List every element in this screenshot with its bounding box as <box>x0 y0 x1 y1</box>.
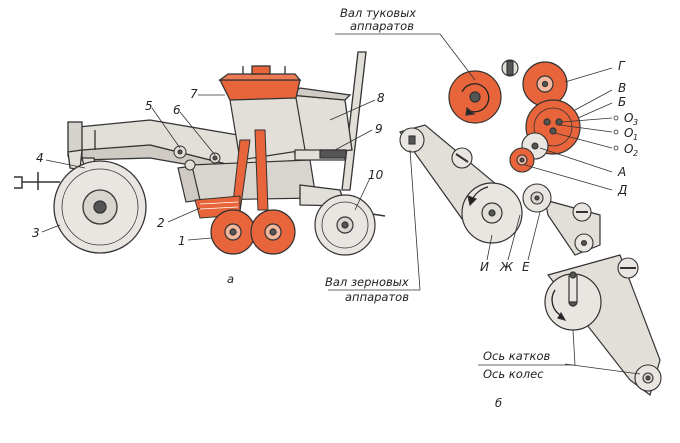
packer-wheels <box>210 209 296 255</box>
fertilizer-shaft-sprocket <box>448 70 502 124</box>
gear-letter-i: И <box>480 260 489 274</box>
callout-leaders-b <box>328 33 641 375</box>
figure-label-b: б <box>495 396 502 410</box>
callout-5: 5 <box>145 99 153 113</box>
axis-rollers-label: Ось катков <box>483 349 550 363</box>
press-wheel <box>314 194 376 256</box>
wheel-axis-sprocket <box>634 364 662 392</box>
gear-letter-zh: Ж <box>499 260 514 274</box>
gear-letter-d: Д <box>617 183 627 197</box>
shaft-fert-line1: Вал туковых <box>340 6 416 20</box>
gear-letter-a: А <box>617 165 626 179</box>
shaft-fert-caption: Вал туковых аппаратов <box>340 6 416 33</box>
axis-o3-sub: 3 <box>633 118 638 127</box>
small-top-sprocket <box>501 59 519 77</box>
shaft-grain-line1: Вал зерновых <box>325 275 409 289</box>
sprocket-zh <box>522 183 552 213</box>
axis-o1-base: O <box>624 126 633 140</box>
gear-letters: Г В Б А Д И Ж Е <box>480 59 627 274</box>
seeder-side-view: 1 2 3 4 5 6 7 8 9 10 а <box>14 51 386 286</box>
axis-wheels-label: Ось колес <box>483 367 544 381</box>
shaft-grain-caption: Вал зерновых аппаратов <box>325 275 409 304</box>
gear-g <box>522 61 568 107</box>
gear-letter-v: В <box>618 81 626 95</box>
shaft-fert-line2: аппаратов <box>350 19 414 33</box>
callout-6: 6 <box>173 103 181 117</box>
callout-1: 1 <box>178 234 186 248</box>
figure-label-a: а <box>227 272 234 286</box>
axis-o1-sub: 1 <box>633 133 638 142</box>
axis-o2-base: O <box>624 142 633 156</box>
seed-tubes <box>231 129 269 213</box>
sprocket-i <box>461 182 523 244</box>
callout-4: 4 <box>36 151 44 165</box>
callout-7: 7 <box>190 87 198 101</box>
callout-leaders-a <box>41 94 376 241</box>
shaft-grain-line2: аппаратов <box>345 290 409 304</box>
callout-3: 3 <box>32 226 40 240</box>
transport-wheel <box>53 160 147 254</box>
tension-sprocket <box>451 147 473 169</box>
axis-o3-base: O <box>624 111 633 125</box>
fertilizer-box <box>288 87 353 156</box>
callout-numerals-a: 1 2 3 4 5 6 7 8 9 10 <box>32 87 385 248</box>
axis-caption: Ось катков Ось колес <box>483 349 550 381</box>
callout-8: 8 <box>377 91 385 105</box>
axis-o2-sub: 2 <box>633 149 638 158</box>
gear-d <box>509 147 535 173</box>
gear-letter-e: Е <box>522 260 530 274</box>
gear-letter-b: Б <box>618 95 626 109</box>
callout-10: 10 <box>368 168 384 182</box>
idler-sprockets <box>572 202 639 279</box>
axis-marks: O 3 O 1 O 2 <box>613 111 638 158</box>
callout-9: 9 <box>375 122 383 136</box>
callout-2: 2 <box>157 216 165 230</box>
drive-scheme: Вал туковых аппаратов Вал зерновых аппар… <box>325 6 662 410</box>
drive-gears <box>173 145 221 171</box>
tow-hitch <box>14 172 60 190</box>
left-sprocket <box>399 127 425 153</box>
gear-letter-g: Г <box>618 59 626 73</box>
transmission-shaft <box>294 149 347 161</box>
